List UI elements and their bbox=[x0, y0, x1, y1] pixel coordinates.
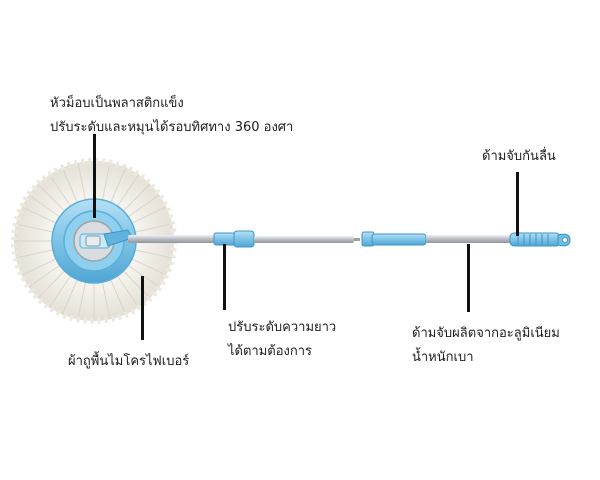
label-aluminium-handle-line2: น้ำหนักเบา bbox=[412, 350, 474, 365]
leader-line-length bbox=[223, 244, 226, 310]
pole-lower-section bbox=[128, 235, 220, 243]
label-adjustable-length: ปรับระดับความยาว ได้ตามต้องการ bbox=[228, 316, 336, 364]
label-adjustable-length-line2: ได้ตามต้องการ bbox=[228, 344, 313, 359]
leader-line-aluminium bbox=[467, 244, 470, 312]
mop-head-plate bbox=[51, 198, 137, 284]
label-microfiber-cloth: ผ้าถูพื้นไมโครไฟเบอร์ bbox=[68, 354, 190, 369]
label-mop-head: หัวม็อบเป็นพลาสติกแข็ง ปรับระดับและหมุนไ… bbox=[50, 92, 293, 140]
length-adjust-lock bbox=[213, 230, 255, 248]
pole-middle-section bbox=[254, 236, 360, 243]
label-mop-head-line2: ปรับระดับและหมุนได้รอบทิศทาง 360 องศา bbox=[50, 120, 294, 135]
anti-slip-grip bbox=[509, 232, 571, 247]
leader-line-mop-head bbox=[93, 134, 96, 218]
aluminium-handle-pole bbox=[426, 235, 512, 243]
label-adjustable-length-line1: ปรับระดับความยาว bbox=[228, 320, 337, 335]
leader-line-microfiber bbox=[141, 276, 144, 340]
upper-collar bbox=[361, 231, 427, 247]
leader-line-grip bbox=[516, 172, 519, 236]
label-anti-slip-grip: ด้ามจับกันลื่น bbox=[482, 149, 556, 164]
label-aluminium-handle: ด้ามจับผลิตจากอะลูมิเนียม น้ำหนักเบา bbox=[412, 322, 560, 370]
label-aluminium-handle-line1: ด้ามจับผลิตจากอะลูมิเนียม bbox=[412, 326, 560, 341]
label-mop-head-line1: หัวม็อบเป็นพลาสติกแข็ง bbox=[50, 96, 184, 111]
